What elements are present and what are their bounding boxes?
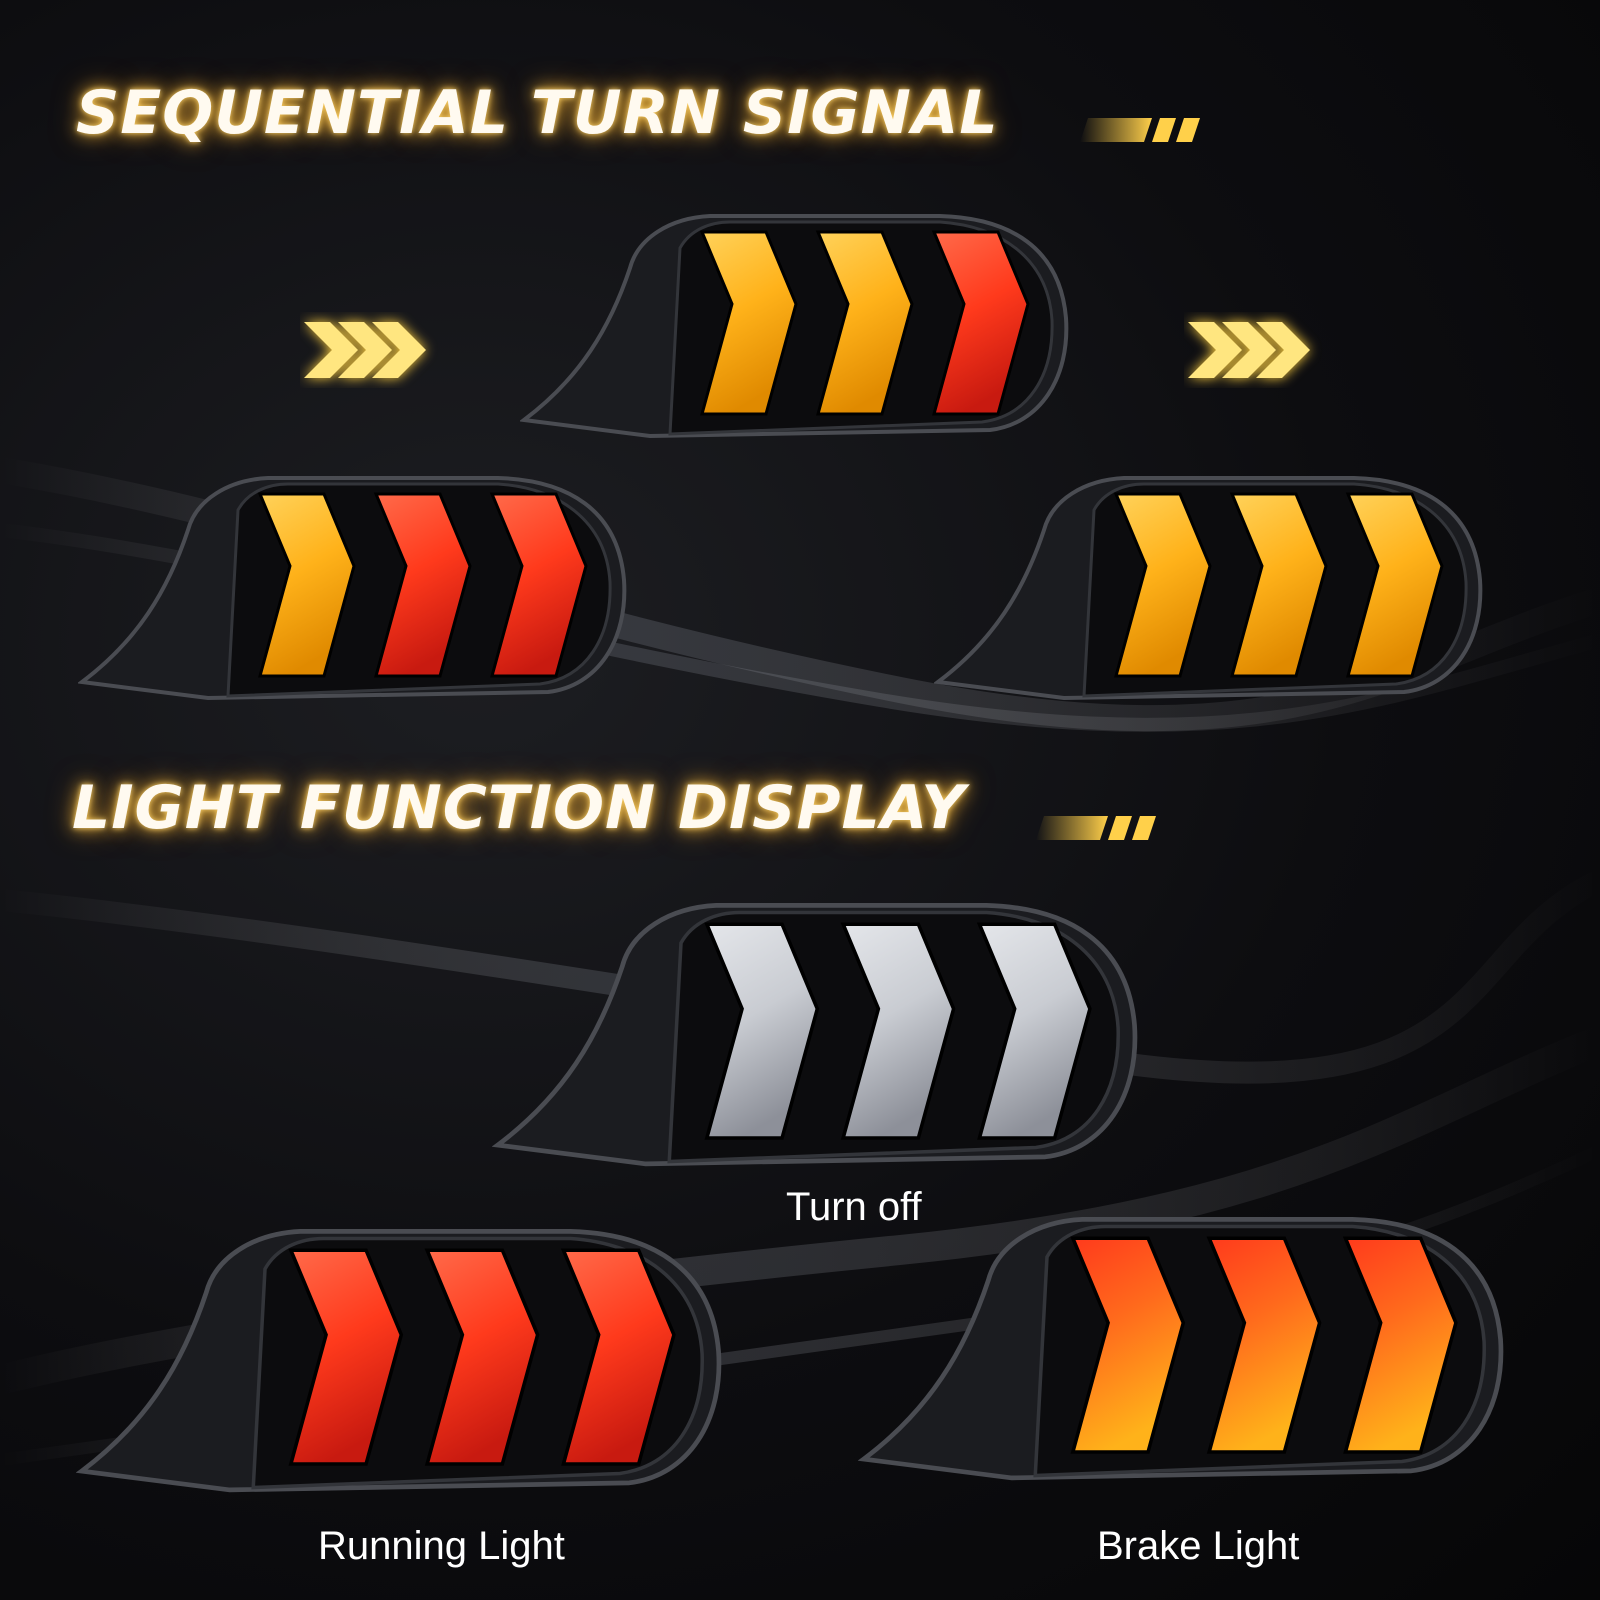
tail-lamp-running-light [76,1229,722,1493]
tail-lamp-turn-off [492,903,1138,1167]
triple-chevron-right-icon [304,322,426,378]
heading-light-function-display: LIGHT FUNCTION DISPLAY [72,773,966,843]
chevron-segment-off [840,922,956,1140]
chevron-segment-off [976,922,1092,1140]
caption-brake-light: Brake Light [1097,1524,1300,1568]
chevron-segment-red [424,1248,540,1466]
chevron-segment-red [288,1248,404,1466]
tail-lamp-sequential-right [934,476,1483,701]
chevron-segment-off [704,922,820,1140]
triple-chevron-right-icon [1188,322,1310,378]
tail-lamp-brake-light [858,1217,1504,1481]
chevron-segment-amber [1229,492,1328,678]
chevron-segment-amber [1113,492,1212,678]
chevron-segment-red [373,492,472,678]
chevron-segment-red-amber [1070,1236,1186,1454]
chevron-segment-red [931,230,1030,416]
chevron-segment-red [560,1248,676,1466]
speed-dashes-icon [1036,816,1156,840]
caption-turn-off: Turn off [786,1185,922,1229]
chevron-segment-amber [815,230,914,416]
heading-sequential-turn-signal: SEQUENTIAL TURN SIGNAL [76,78,999,148]
tail-lamp-sequential-top [520,214,1069,439]
speed-dashes-icon [1080,118,1200,142]
chevron-segment-amber [699,230,798,416]
tail-lamp-sequential-left [78,476,627,701]
chevron-segment-amber [257,492,356,678]
chevron-segment-red-amber [1342,1236,1458,1454]
chevron-segment-red [489,492,588,678]
chevron-segment-amber [1345,492,1444,678]
caption-running-light: Running Light [318,1524,565,1568]
chevron-segment-red-amber [1206,1236,1322,1454]
